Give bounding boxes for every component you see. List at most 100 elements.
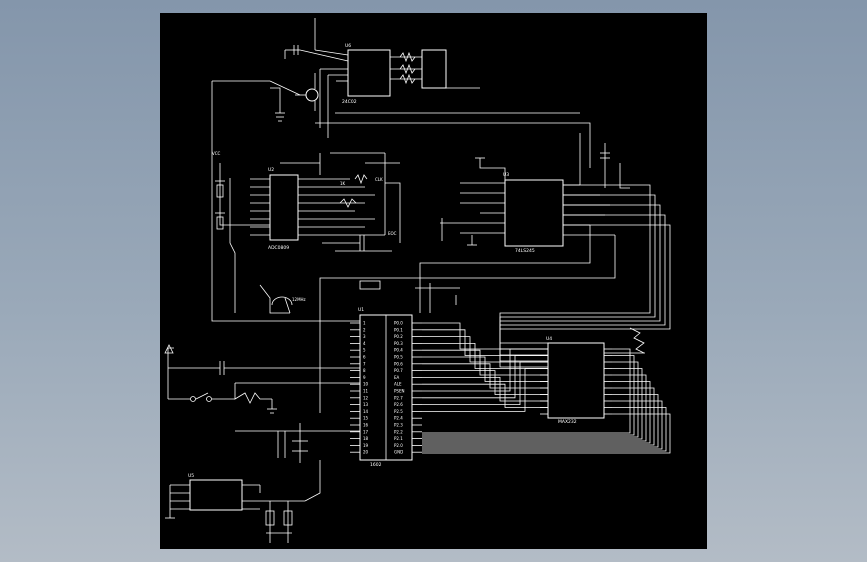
u1-right-pin-label: P2.5 xyxy=(394,409,403,414)
u1-right-pin-label: P2.2 xyxy=(394,429,403,434)
return-wire xyxy=(422,355,635,436)
loop-wire xyxy=(499,224,671,368)
bus-wire xyxy=(422,355,548,399)
chip-u5 xyxy=(189,479,243,511)
u1-left-pin-label: 9 xyxy=(363,375,366,380)
u1-left-pin-label: 16 xyxy=(363,423,369,428)
u1-left-pin-label: 14 xyxy=(363,409,369,414)
chip-u3-label: 74LS245 xyxy=(515,248,535,254)
u1-right-pin-label: P0.4 xyxy=(394,348,403,353)
bus-wire xyxy=(422,363,548,389)
u1-left-pin-label: 17 xyxy=(363,429,369,434)
sensor-group: U5 xyxy=(165,460,321,543)
mcu-group: U1 1602 1234567891011121314151617181920 … xyxy=(350,307,422,468)
u1-right-pin-label: P2.1 xyxy=(394,436,403,441)
return-wire xyxy=(422,361,639,438)
return-wire xyxy=(422,407,667,452)
label-xtal: 12MHz xyxy=(292,297,306,302)
label-eoc: EOC xyxy=(388,231,397,236)
u1-left-pin-label: 3 xyxy=(363,334,366,339)
return-wire xyxy=(422,387,655,446)
return-wire xyxy=(422,374,647,442)
u1-left-pin-label: 8 xyxy=(363,368,366,373)
u1-left-pin-label: 12 xyxy=(363,395,369,400)
adc-group: U2 ADC0809 1K CLK EO xyxy=(212,151,401,313)
u1-right-pin-label: GND xyxy=(394,450,403,455)
bus-wire xyxy=(422,322,548,350)
u1-left-pin-label: 7 xyxy=(363,361,366,366)
u1-right-pin-label: PSEN xyxy=(394,389,404,394)
label-1k: 1K xyxy=(340,181,346,186)
label-clk: CLK xyxy=(375,177,383,182)
crystal-group: 12MHz xyxy=(259,280,460,314)
u1-left-pin-label: 15 xyxy=(363,416,369,421)
u1-left-pin-label: 11 xyxy=(363,389,369,394)
u1-left-pin-label: 1 xyxy=(363,321,366,326)
u1-right-pin-label: P2.7 xyxy=(394,395,403,400)
schematic-drawing: U6 24C02 U2 xyxy=(164,18,671,543)
u1-right-pin-label: P0.6 xyxy=(394,361,403,366)
u1-right-pin-label: P2.6 xyxy=(394,402,403,407)
bus-wire xyxy=(422,383,548,408)
chip-u2-ref: U2 xyxy=(268,167,274,173)
u1-left-pin-label: 19 xyxy=(363,443,369,448)
bus-wire xyxy=(422,336,548,363)
schematic-canvas: U6 24C02 U2 xyxy=(160,13,707,549)
u1-right-pin-label: P0.0 xyxy=(394,321,403,326)
u1-left-pin-label: 4 xyxy=(363,341,366,346)
return-wire xyxy=(422,413,671,454)
chip-u4-label: MAX232 xyxy=(558,419,577,425)
u1-right-pin-label: P0.3 xyxy=(394,341,403,346)
u1-right-pin-label: P0.2 xyxy=(394,334,403,339)
bus-wire xyxy=(422,370,548,395)
bus-wire xyxy=(422,376,548,402)
chip-u4-ref: U4 xyxy=(546,336,552,342)
chip-u6 xyxy=(347,49,391,97)
bus-wire xyxy=(422,356,548,382)
loop-wire xyxy=(499,194,656,350)
u1-right-pin-label: P2.4 xyxy=(394,416,403,421)
u1-left-pin-label: 2 xyxy=(363,327,366,332)
u1-right-pin-label: P2.3 xyxy=(394,423,403,428)
u1-left-pin-label: 6 xyxy=(363,355,366,360)
chip-u3 xyxy=(504,179,564,247)
u1-right-pin-label: EA xyxy=(394,375,400,380)
bus-wire xyxy=(422,349,548,376)
return-wire xyxy=(422,400,663,450)
u1-left-pin-label: 10 xyxy=(363,382,369,387)
chip-u1-ref: U1 xyxy=(358,307,364,313)
chip-u6-ref: U6 xyxy=(345,43,351,49)
u1-right-pin-label: P0.5 xyxy=(394,355,403,360)
chip-u4 xyxy=(547,342,605,419)
u1-right-pin-label: ALE xyxy=(394,382,402,387)
chip-u5-ref: U5 xyxy=(188,473,194,479)
return-wire xyxy=(422,348,631,434)
loop-wire xyxy=(499,204,661,356)
transistor-q1 xyxy=(305,88,319,102)
chip-u2-label: ADC0809 xyxy=(268,245,289,251)
u1-left-pin-label: 13 xyxy=(363,402,369,407)
return-wire xyxy=(422,368,643,440)
bus-wire xyxy=(422,329,548,356)
max232-group: U4 MAX232 xyxy=(540,327,645,425)
u1-left-pin-label: 18 xyxy=(363,436,369,441)
chip-u3-ref: U3 xyxy=(503,172,509,178)
label-vcc-left: VCC xyxy=(212,151,221,156)
chip-u6-label: 24C02 xyxy=(342,99,357,105)
data-bus xyxy=(422,184,671,454)
return-wire xyxy=(422,394,659,448)
loop-wire xyxy=(499,214,666,362)
u1-left-pin-label: 20 xyxy=(363,450,369,455)
u1-right-pin-label: P0.7 xyxy=(394,368,403,373)
return-wire xyxy=(422,381,651,444)
chip-u2 xyxy=(269,174,299,241)
u1-left-pin-label: 5 xyxy=(363,348,366,353)
bus-wire xyxy=(422,368,548,412)
input-group xyxy=(164,344,360,463)
loop-wire xyxy=(499,184,651,344)
top-chip-group: U6 24C02 xyxy=(211,18,480,322)
bus-wire xyxy=(422,361,548,406)
chip-u1-label: 1602 xyxy=(370,462,382,468)
u1-right-pin-label: P0.1 xyxy=(394,327,403,332)
bus-wire xyxy=(422,342,548,369)
